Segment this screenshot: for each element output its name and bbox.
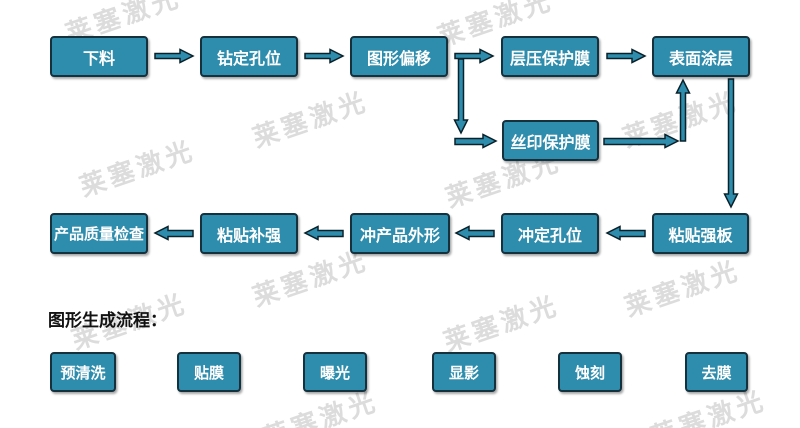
pattern-section-title: 图形生成流程： bbox=[48, 311, 167, 330]
flow-step-zhantieqiangban: 粘贴强板 bbox=[652, 213, 749, 254]
flow-step-chanpinzhiliangjiancha: 产品质量检查 bbox=[50, 213, 148, 254]
flow-step-biaomiantuceng: 表面涂层 bbox=[652, 36, 750, 77]
arrow-left-icon bbox=[605, 225, 646, 241]
pattern-step-tiemo: 贴膜 bbox=[177, 352, 241, 392]
pattern-step-shike: 蚀刻 bbox=[558, 352, 622, 392]
flow-step-cengyabaohumo: 层压保护膜 bbox=[501, 36, 599, 77]
flow-step-zhantiebuqiang: 粘贴补强 bbox=[200, 213, 298, 254]
arrow-right-icon bbox=[454, 133, 498, 149]
arrow-up-icon bbox=[675, 78, 691, 142]
arrow-down-icon bbox=[723, 78, 739, 209]
arrow-right-icon bbox=[606, 48, 647, 64]
pattern-step-puguang: 曝光 bbox=[303, 352, 367, 392]
pattern-step-qumo: 去膜 bbox=[685, 352, 748, 392]
arrow-right-icon bbox=[154, 48, 195, 64]
flow-step-xialiao: 下料 bbox=[50, 36, 148, 77]
arrow-left-icon bbox=[303, 225, 344, 241]
pattern-step-xianying: 显影 bbox=[432, 352, 496, 392]
flow-step-tuxingpianyi: 图形偏移 bbox=[350, 36, 448, 77]
flow-step-zuandingkongwei: 钻定孔位 bbox=[200, 36, 298, 77]
flow-step-chongchanpinwaixing: 冲产品外形 bbox=[350, 213, 450, 254]
arrow-left-icon bbox=[454, 225, 495, 241]
flow-step-siyinbaohumo: 丝印保护膜 bbox=[502, 120, 599, 161]
arrow-right-icon bbox=[304, 48, 345, 64]
arrow-left-icon bbox=[153, 225, 194, 241]
arrow-right-icon bbox=[603, 133, 680, 149]
pattern-step-yuqingxi: 预清洗 bbox=[50, 352, 116, 392]
arrow-down-icon bbox=[453, 58, 469, 135]
flow-step-chongdingkongwei: 冲定孔位 bbox=[501, 213, 599, 254]
